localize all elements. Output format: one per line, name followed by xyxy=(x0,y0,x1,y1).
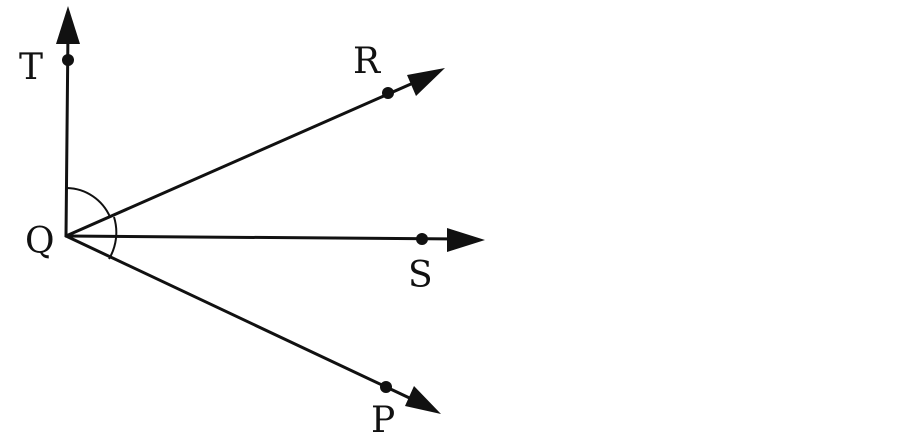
label-t: T xyxy=(19,47,43,88)
arrowhead-s xyxy=(447,228,485,252)
angle-arc-tqr xyxy=(66,187,111,218)
label-p: P xyxy=(371,400,395,441)
ray-qs xyxy=(64,234,462,241)
label-s: S xyxy=(408,255,433,296)
angle-arc-rqp xyxy=(108,216,118,260)
label-r: R xyxy=(353,41,381,82)
arrowhead-t xyxy=(56,6,80,44)
ray-qr xyxy=(64,78,422,238)
point-p xyxy=(380,381,392,393)
label-q: Q xyxy=(25,221,55,262)
ray-qp xyxy=(64,234,420,404)
arrowhead-p xyxy=(405,386,441,414)
point-s xyxy=(416,233,428,245)
point-t xyxy=(62,54,74,66)
arrowhead-r xyxy=(407,68,445,96)
point-r xyxy=(382,87,394,99)
